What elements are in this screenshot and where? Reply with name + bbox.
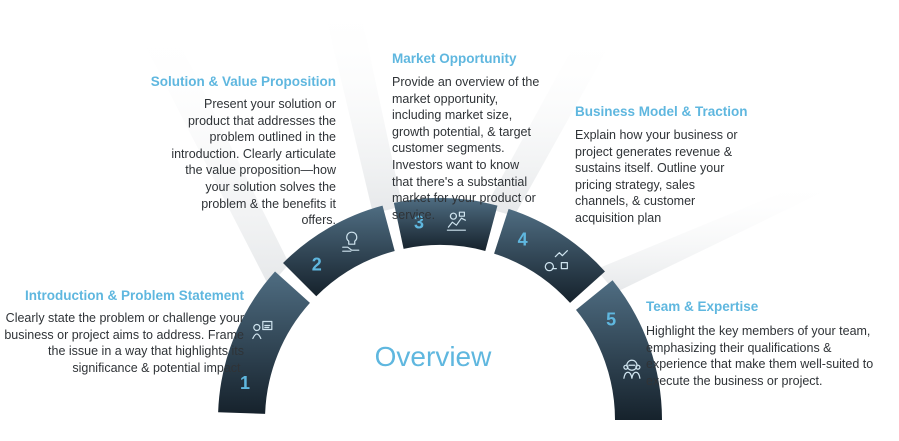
arc-segment-4	[494, 208, 605, 303]
section-number-3: 3	[414, 213, 424, 233]
market-chart-icon	[446, 211, 467, 231]
shadow-beam	[132, 20, 290, 287]
section-number-5: 5	[606, 309, 616, 329]
lightbulb-hand-icon	[342, 231, 360, 252]
section-number-1: 1	[240, 373, 250, 393]
arc-segment-5	[576, 280, 662, 420]
shadow-beams	[132, 0, 848, 293]
text-1: Clearly state the problem or challenge y…	[4, 311, 244, 375]
text-3: Provide an overview of the market opport…	[392, 75, 540, 222]
section-number-2: 2	[312, 254, 322, 274]
section-number-4: 4	[518, 230, 528, 250]
center-label: Overview	[375, 341, 492, 372]
arc-segment-1	[218, 271, 310, 414]
team-gear-icon	[623, 359, 641, 379]
shadow-beam	[322, 0, 403, 214]
shadow-beam	[596, 180, 848, 293]
title-2: Solution & Value Proposition	[150, 74, 336, 89]
title-1: Introduction & Problem Statement	[24, 288, 244, 303]
shadow-beam	[485, 30, 618, 217]
title-4: Business Model & Traction	[575, 104, 748, 119]
presenter-icon	[252, 320, 273, 340]
arc-segments: 1 2 3 4 5	[218, 198, 662, 420]
arc-segment-3	[393, 198, 498, 251]
text-5: Highlight the key members of your team, …	[646, 324, 874, 388]
title-3: Market Opportunity	[392, 51, 517, 66]
business-growth-icon	[544, 250, 568, 272]
arc-segment-2	[283, 205, 395, 297]
text-4: Explain how your business or project gen…	[575, 128, 738, 225]
text-2: Present your solution or product that ad…	[171, 97, 336, 228]
title-5: Team & Expertise	[646, 299, 759, 314]
